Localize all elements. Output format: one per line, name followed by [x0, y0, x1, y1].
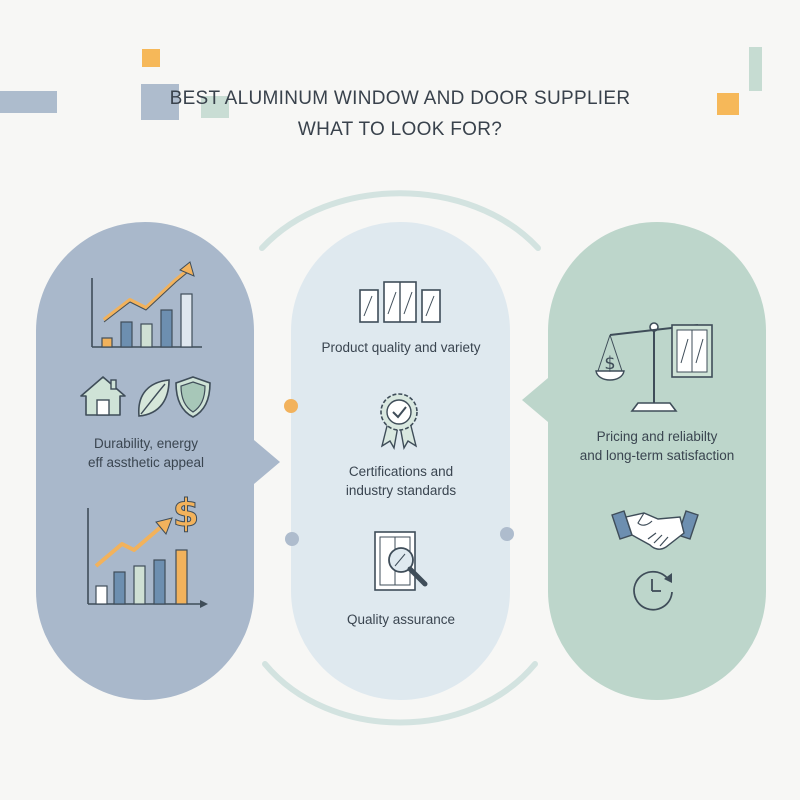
- leaf-icon: [138, 379, 170, 417]
- right-column-label-line1: Pricing and reliabilty: [596, 429, 718, 444]
- quality-assurance-label: Quality assurance: [346, 612, 456, 627]
- decor-square-mint: [201, 96, 229, 118]
- connector-dot-slate-right: [500, 527, 514, 541]
- right-column-pointer: [522, 378, 548, 422]
- windows-icon: [359, 281, 441, 323]
- decor-bar-mint-right: [749, 47, 762, 91]
- column-left-durability: [36, 222, 254, 700]
- decor-bar-slate-left: [0, 91, 57, 113]
- page-subtitle: WHAT TO LOOK FOR?: [297, 119, 503, 140]
- growth-chart-icon: [91, 261, 202, 348]
- column-right-pricing: [548, 222, 766, 700]
- dollar-growth-chart-icon: $: [87, 491, 208, 608]
- page-title: BEST ALUMINUM WINDOW AND DOOR SUPPLIER: [169, 88, 631, 109]
- clock-icon: [633, 570, 673, 611]
- left-column-label-line2: eff assthetic appeal: [87, 455, 205, 470]
- left-column-pointer: [254, 440, 280, 484]
- certifications-label-line1: Certifications and: [348, 464, 454, 479]
- svg-text:$: $: [173, 491, 199, 535]
- decor-square-orange-right: [717, 93, 739, 115]
- decor-square-slate: [141, 84, 179, 120]
- right-column-label-line2: and long-term satisfaction: [579, 448, 735, 463]
- left-column-label-line1: Durability, energy: [93, 436, 199, 451]
- house-icon: [80, 376, 126, 416]
- product-quality-label: Product quality and variety: [321, 340, 481, 355]
- connector-dot-orange: [284, 399, 298, 413]
- scale-window-icon: $: [595, 322, 713, 412]
- certifications-label-line2: industry standards: [345, 483, 457, 498]
- handshake-icon: [611, 510, 699, 550]
- connector-dot-slate-left: [285, 532, 299, 546]
- magnifier-window-icon: [374, 531, 428, 591]
- decor-square-orange-top: [142, 49, 160, 67]
- shield-icon: [175, 376, 211, 418]
- certification-badge-icon: [380, 393, 418, 451]
- svg-text:$: $: [604, 353, 615, 374]
